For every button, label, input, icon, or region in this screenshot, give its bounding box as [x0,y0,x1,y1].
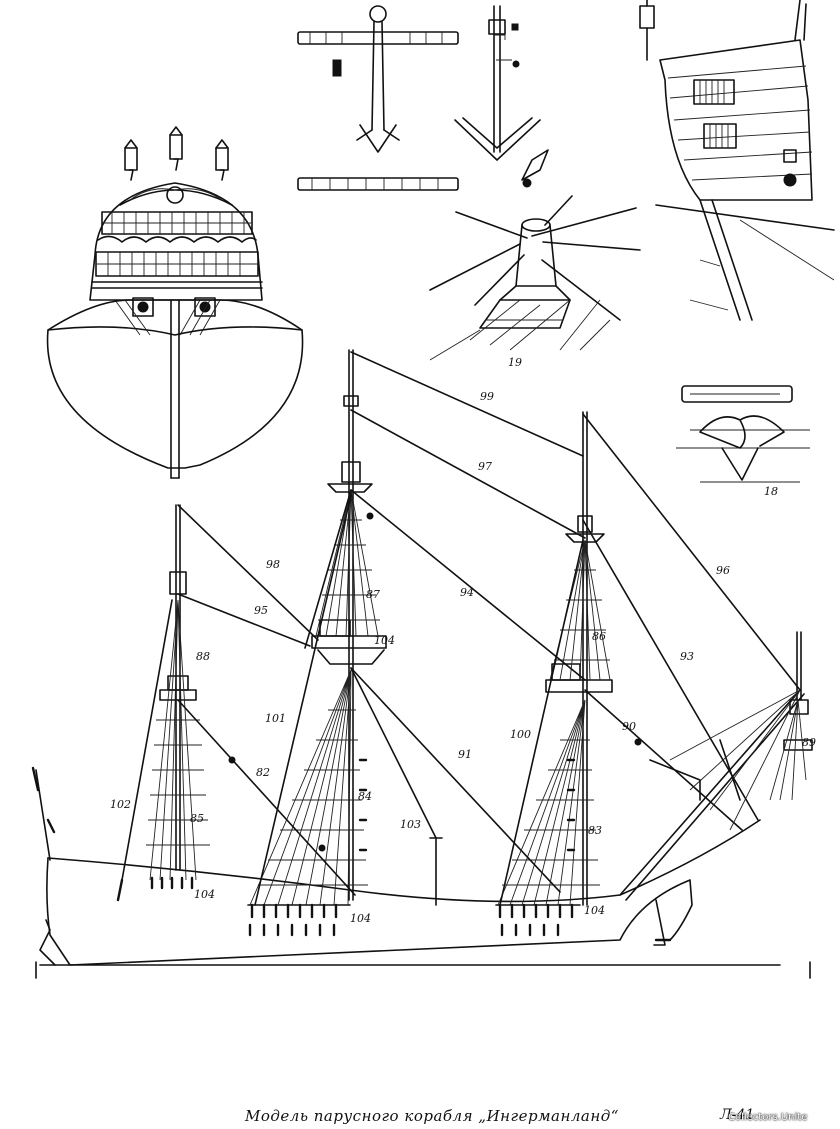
label-89: 89 [802,736,816,749]
label-88: 88 [196,650,210,663]
label-18: 18 [764,485,778,498]
ship-profile [31,689,811,979]
label-84: 84 [358,790,372,803]
rigging-stays [116,351,801,906]
stern-lantern-right [215,139,229,181]
label-19: 19 [508,356,522,369]
label-87: 87 [366,588,380,601]
label-86: 86 [592,630,606,643]
label-98: 98 [266,558,280,571]
mizzen-mast [146,504,210,890]
label-104-mizzen: 104 [194,888,215,901]
label-94: 94 [460,586,474,599]
watermark: Collectors.Unite [728,1112,808,1123]
label-99: 99 [480,390,494,403]
drawing-caption: Модель парусного корабля „Ингерманланд“ [245,1107,619,1125]
label-103: 103 [400,818,421,831]
main-mast [247,349,387,937]
fore-mast [495,411,613,937]
stern-windows-upper [101,211,253,235]
label-83: 83 [588,824,602,837]
capstan-detail: 19 [429,195,641,369]
stern-view [46,126,304,479]
label-82: 82 [256,766,270,779]
label-101: 101 [265,712,286,725]
stern-lantern-left [124,139,138,181]
stern-windows-lower [95,251,259,277]
cleat-detail: 18 [676,385,810,498]
label-91: 91 [458,748,472,761]
label-104-main-top: 104 [374,634,395,647]
label-95: 95 [254,604,268,617]
rigging-labels: 99 97 96 98 95 87 104 94 86 93 88 101 91… [110,390,816,925]
small-anchor-detail [454,5,549,188]
label-96: 96 [716,564,730,577]
label-104-main: 104 [350,912,371,925]
sprit-topmast [769,631,813,801]
label-97: 97 [478,460,492,473]
label-90: 90 [622,720,636,733]
quarter-gallery-view [639,0,835,321]
label-104-fore: 104 [584,904,605,917]
label-85: 85 [190,812,204,825]
label-102: 102 [110,798,131,811]
stern-lantern-center [169,126,183,171]
sheet-number: Л-41 [720,1107,755,1123]
label-100: 100 [510,728,531,741]
label-93: 93 [680,650,694,663]
anchor-detail [297,5,459,191]
